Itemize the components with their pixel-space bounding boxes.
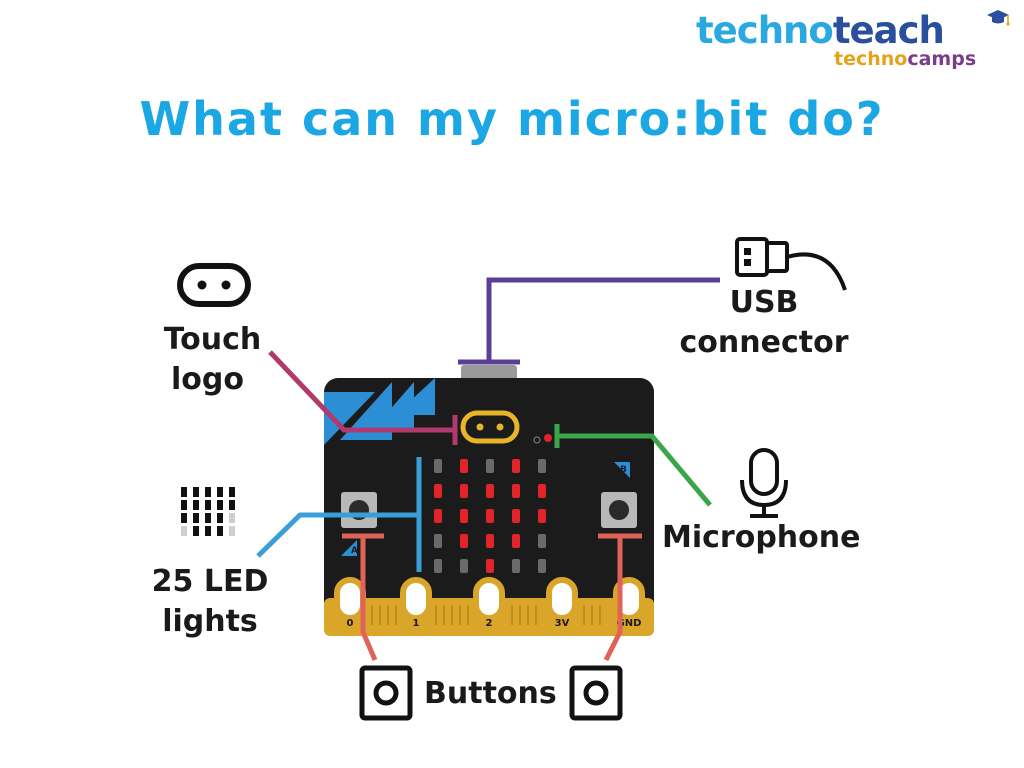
usb-icon: [735, 237, 847, 291]
usb-label-line1: USB: [729, 285, 799, 320]
touch-logo-label: Touch logo: [160, 320, 265, 400]
led-callout-line: [256, 457, 422, 572]
technocamps-logo: technocamps: [834, 50, 976, 69]
microphone-label: Microphone: [662, 518, 860, 558]
button-icon-left: [359, 665, 413, 721]
button-b-letter: B: [620, 465, 627, 475]
microphone-label-text: Microphone: [662, 520, 861, 555]
led-grid-icon: [181, 487, 235, 536]
pin-label-3v: 3V: [555, 618, 570, 629]
microbit-board: [324, 378, 654, 636]
led-label-line2: lights: [162, 604, 258, 639]
touch-label-line2: logo: [171, 362, 244, 397]
pin-label-2: 2: [486, 618, 493, 629]
board-mic-hole: [533, 436, 541, 444]
graduation-cap-icon: [987, 10, 1010, 26]
button-a-letter: A: [351, 546, 358, 556]
board-decoration: [324, 378, 435, 445]
buttons-label-text: Buttons: [424, 676, 557, 711]
logo-teach-text: teach: [832, 9, 945, 52]
led-lights-label: 25 LED lights: [150, 562, 270, 642]
button-icon-right: [569, 665, 623, 721]
usb-callout-line: [458, 277, 720, 365]
edge-connector: 0 1 2 3V GND: [324, 577, 654, 636]
microphone-icon: [740, 448, 788, 518]
board-touch-logo: [460, 410, 520, 444]
logo-sub-camps-text: camps: [907, 48, 977, 70]
led-matrix: [434, 459, 546, 573]
usb-connector-label: USB connector: [674, 283, 854, 363]
pin-label-1: 1: [413, 618, 420, 629]
microphone-callout-line: [554, 424, 712, 507]
buttons-callout-line: [342, 533, 642, 662]
touch-label-line1: Touch: [163, 322, 262, 357]
touch-callout-line: [268, 350, 458, 445]
board-mic-led: [544, 434, 552, 442]
page-title: What can my micro:bit do?: [139, 92, 885, 146]
technoteach-logo: technoteach: [696, 9, 945, 52]
board-button-b: B: [601, 462, 637, 528]
touch-logo-icon: [177, 263, 251, 307]
usb-port: [461, 365, 517, 381]
pin-label-gnd: GND: [617, 618, 642, 629]
usb-label-line2: connector: [679, 325, 849, 360]
buttons-label: Buttons: [424, 674, 557, 714]
led-label-line1: 25 LED: [151, 564, 269, 599]
logo-techno-text: techno: [696, 9, 834, 52]
pin-label-0: 0: [347, 618, 354, 629]
logo-sub-techno-text: techno: [834, 48, 908, 70]
